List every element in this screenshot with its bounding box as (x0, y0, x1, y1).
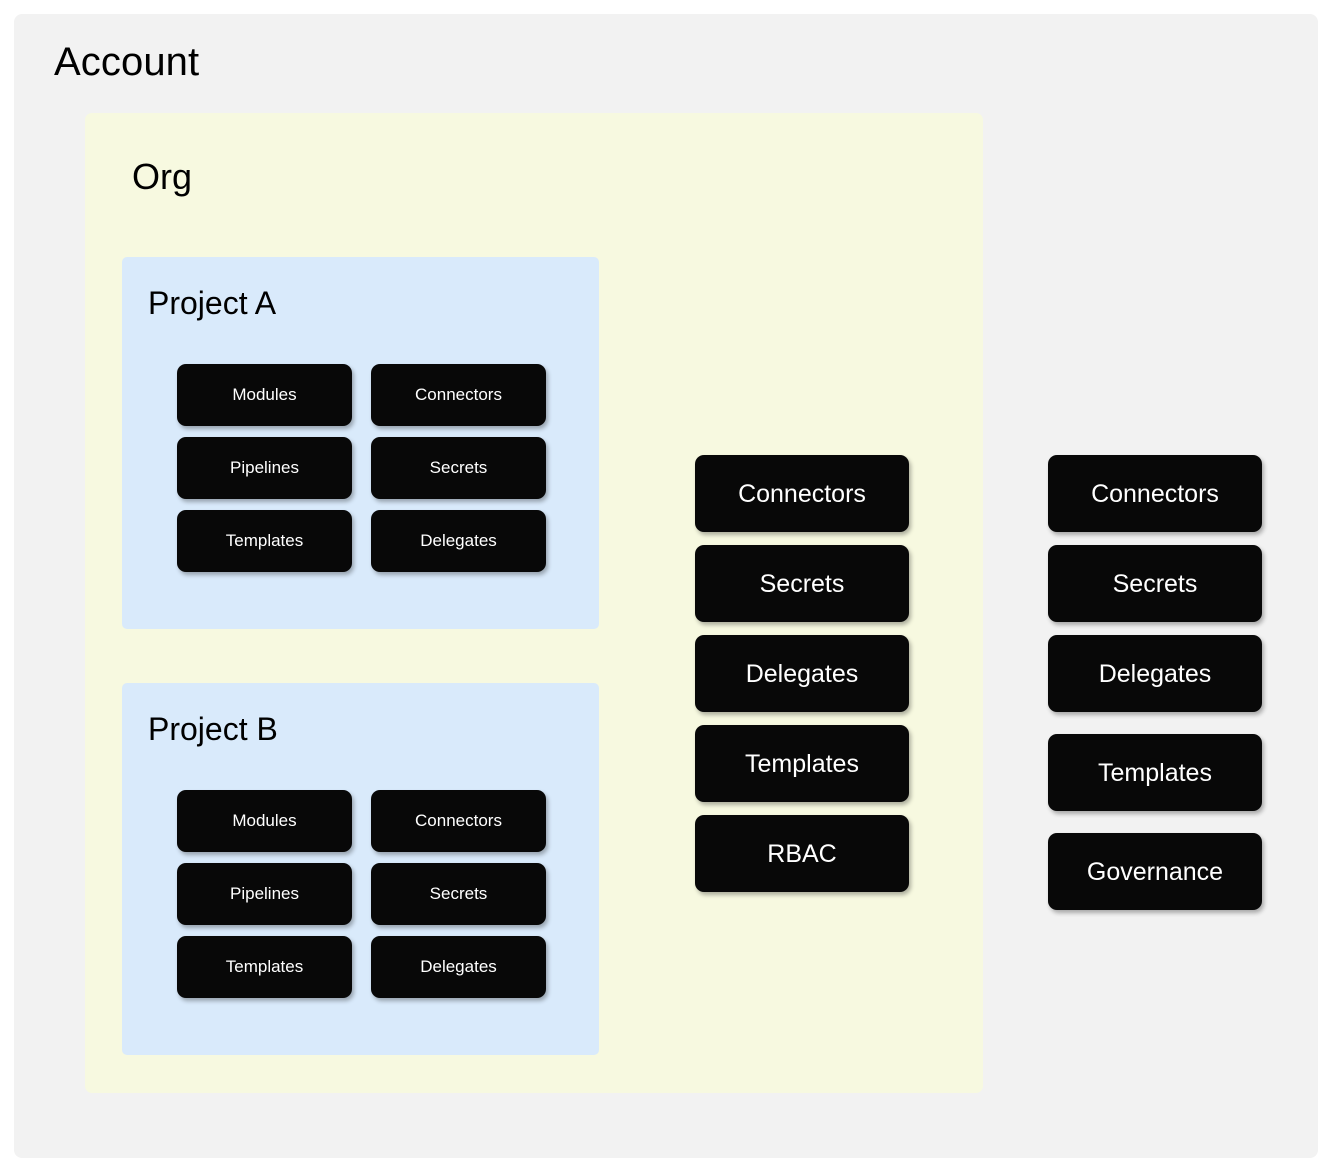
project-b-container: Project B Modules Connectors Pipelines S… (122, 683, 599, 1055)
tile-pipelines[interactable]: Pipelines (177, 437, 352, 499)
account-title: Account (54, 40, 200, 84)
account-tile-templates[interactable]: Templates (1048, 734, 1262, 811)
tile-pipelines[interactable]: Pipelines (177, 863, 352, 925)
project-a-container: Project A Modules Connectors Pipelines S… (122, 257, 599, 629)
org-title: Org (132, 156, 193, 197)
tile-secrets[interactable]: Secrets (371, 863, 546, 925)
org-tile-rbac[interactable]: RBAC (695, 815, 909, 892)
tile-templates[interactable]: Templates (177, 936, 352, 998)
account-tile-delegates[interactable]: Delegates (1048, 635, 1262, 712)
org-tile-delegates[interactable]: Delegates (695, 635, 909, 712)
account-tile-secrets[interactable]: Secrets (1048, 545, 1262, 622)
project-a-title: Project A (148, 285, 277, 321)
org-level-resource-column: Connectors Secrets Delegates Templates R… (695, 455, 909, 892)
project-a-tile-grid: Modules Connectors Pipelines Secrets Tem… (177, 364, 546, 572)
account-container: Account Org Project A Modules Connectors… (14, 14, 1318, 1158)
tile-modules[interactable]: Modules (177, 790, 352, 852)
tile-secrets[interactable]: Secrets (371, 437, 546, 499)
org-tile-secrets[interactable]: Secrets (695, 545, 909, 622)
account-level-resource-column: Connectors Secrets Delegates Templates G… (1048, 455, 1262, 910)
tile-connectors[interactable]: Connectors (371, 364, 546, 426)
project-b-tile-grid: Modules Connectors Pipelines Secrets Tem… (177, 790, 546, 998)
org-tile-connectors[interactable]: Connectors (695, 455, 909, 532)
account-tile-connectors[interactable]: Connectors (1048, 455, 1262, 532)
project-b-title: Project B (148, 711, 278, 747)
tile-connectors[interactable]: Connectors (371, 790, 546, 852)
account-tile-governance[interactable]: Governance (1048, 833, 1262, 910)
tile-templates[interactable]: Templates (177, 510, 352, 572)
org-tile-templates[interactable]: Templates (695, 725, 909, 802)
tile-delegates[interactable]: Delegates (371, 936, 546, 998)
tile-delegates[interactable]: Delegates (371, 510, 546, 572)
tile-modules[interactable]: Modules (177, 364, 352, 426)
